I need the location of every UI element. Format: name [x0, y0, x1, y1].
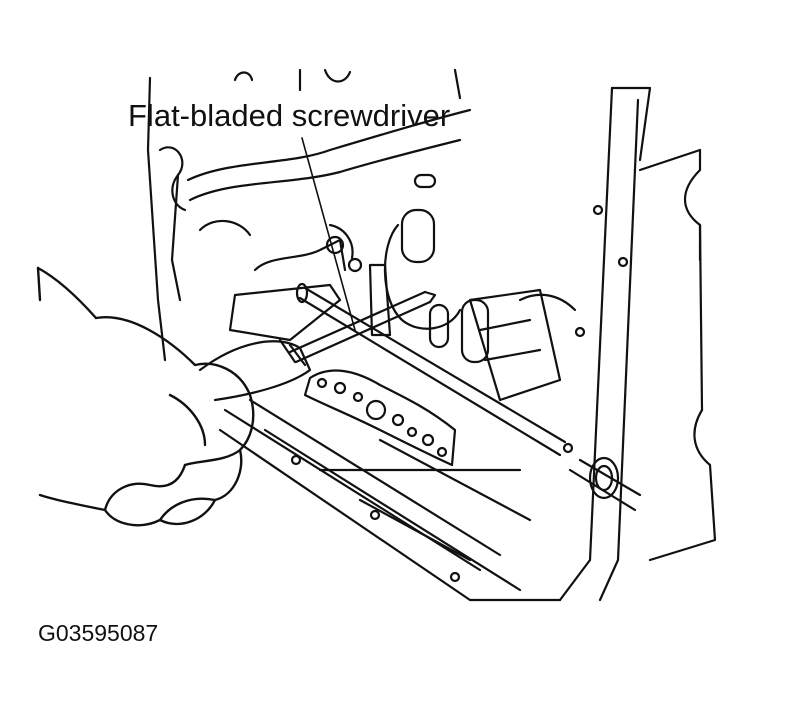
perforated-plate	[303, 369, 457, 467]
callout-label: Flat-bladed screwdriver	[128, 98, 451, 133]
valve-body	[228, 173, 490, 364]
gasket-flange	[218, 204, 629, 602]
transmission-case	[146, 68, 717, 602]
hand	[36, 266, 255, 527]
callout-leader-line	[301, 137, 356, 331]
pin-rod	[295, 282, 642, 512]
figure-id: G03595087	[38, 620, 159, 646]
